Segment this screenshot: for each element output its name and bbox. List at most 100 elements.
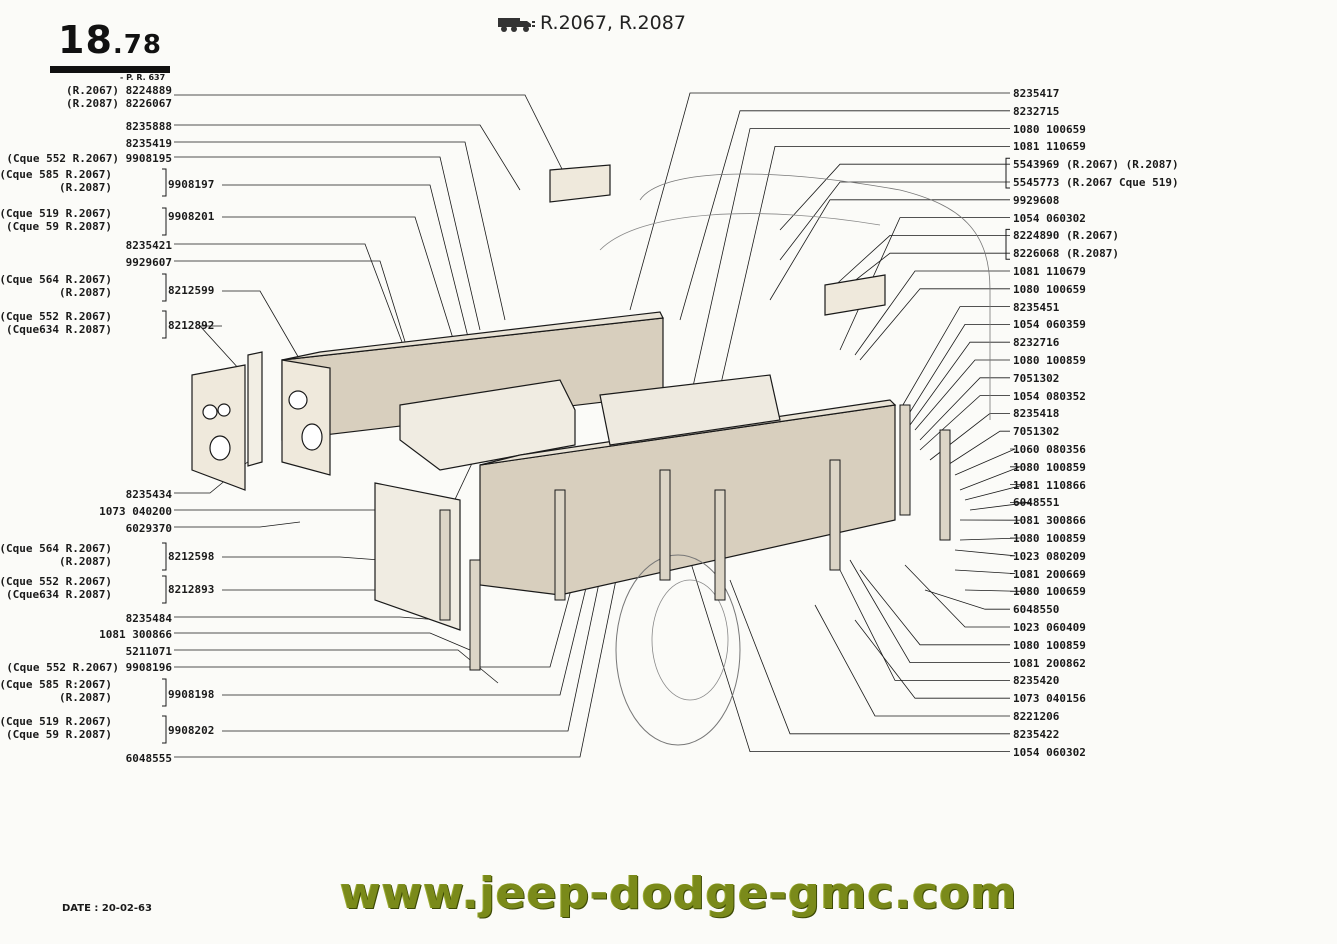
left-leader-line bbox=[174, 124, 521, 191]
right-callout-label: 6048550 bbox=[1013, 603, 1060, 617]
latch-bar-4 bbox=[829, 459, 841, 571]
right-leader-line bbox=[779, 163, 1010, 231]
right-callout-label: 1080 100859 bbox=[1013, 354, 1086, 367]
right-callout-label: 1081 110866 bbox=[1013, 478, 1086, 492]
right-callout-label: 8235451 bbox=[1013, 300, 1060, 314]
left-callout-label: 1073 040200 bbox=[99, 505, 172, 518]
right-callout-label: 1073 040156 bbox=[1013, 692, 1086, 706]
left-leader-line bbox=[222, 556, 381, 561]
left-callout-label: 8235484 bbox=[125, 612, 172, 625]
right-callout-label: 1081 200862 bbox=[1013, 656, 1086, 670]
left-leader-line bbox=[174, 521, 301, 528]
left-leader-line bbox=[174, 141, 506, 321]
right-callout-label: 1060 080356 bbox=[1013, 443, 1086, 456]
end-panel-hole-2 bbox=[217, 403, 231, 417]
plate-number: 18.78 bbox=[58, 18, 162, 62]
right-leader-line bbox=[689, 128, 1010, 401]
right-callout-label: 8235422 bbox=[1013, 727, 1060, 741]
callout-brace bbox=[162, 542, 167, 571]
right-leader-line bbox=[959, 466, 1021, 491]
plate-number-main: 18 bbox=[58, 18, 113, 62]
right-callout-label: 1081 110679 bbox=[1013, 265, 1086, 278]
right-leader-line bbox=[904, 323, 1010, 421]
spare-wheel-rim bbox=[651, 579, 729, 701]
left-callout-label: (Cque 552 R.2067)(Cque634 R.2087) bbox=[0, 310, 112, 336]
right-leader-line bbox=[909, 341, 1010, 426]
right-leader-line bbox=[679, 110, 1010, 321]
right-leader-line bbox=[919, 377, 1010, 441]
left-leader-line bbox=[174, 94, 566, 176]
left-leader-line bbox=[222, 216, 456, 346]
callout-brace bbox=[162, 310, 167, 339]
left-callout-ref: 8212892 bbox=[168, 319, 215, 332]
right-leader-line bbox=[689, 559, 1010, 752]
right-leader-line bbox=[854, 270, 1010, 356]
left-callout-label: 6029370 bbox=[125, 522, 172, 535]
right-leader-line bbox=[904, 564, 1010, 628]
left-callout-label: (Cque 564 R.2067)(R.2087) bbox=[0, 542, 112, 568]
end-panel-gasket bbox=[247, 351, 263, 467]
right-leader-line bbox=[849, 559, 1010, 663]
right-leader-line bbox=[854, 619, 1010, 699]
left-callout-label: 6048555 bbox=[125, 752, 172, 765]
callout-brace bbox=[162, 575, 167, 604]
right-leader-line bbox=[779, 181, 1010, 261]
right-callout-label: 1023 060409 bbox=[1013, 621, 1086, 634]
right-leader-line bbox=[814, 604, 1010, 717]
left-callout-label: (Cque 552 R.2067) 9908196 bbox=[6, 661, 172, 674]
left-leader-line bbox=[222, 290, 301, 361]
right-callout-label: 1081 110659 bbox=[1013, 140, 1086, 154]
latch-bar-0 bbox=[899, 404, 911, 516]
website-watermark: www.jeep-dodge-gmc.com bbox=[340, 868, 1018, 919]
callout-brace bbox=[162, 715, 167, 744]
right-leader-line bbox=[829, 234, 1010, 291]
left-leader-line bbox=[199, 325, 241, 371]
plate-underline bbox=[50, 66, 170, 73]
storage-box-lid bbox=[399, 379, 576, 471]
callout-brace bbox=[162, 168, 167, 197]
right-callout-label: 6048551 bbox=[1013, 496, 1060, 510]
end-panel-hole-3 bbox=[209, 435, 231, 461]
parts-drawing-group bbox=[191, 164, 991, 746]
latch-bar-3 bbox=[714, 489, 726, 601]
right-callout-label: 1080 100859 bbox=[1013, 532, 1086, 545]
top-left-bracket bbox=[549, 164, 611, 203]
latch-bar-5 bbox=[554, 489, 566, 601]
left-leader-line bbox=[174, 559, 621, 758]
left-callout-ref: 8212599 bbox=[168, 284, 215, 297]
left-callout-label: (Cque 552 R.2067) 9908195 bbox=[6, 152, 172, 165]
right-callout-label: 1080 100659 bbox=[1013, 122, 1086, 136]
right-callout-label: 1054 060302 bbox=[1013, 211, 1086, 225]
right-callout-label: 1081 200669 bbox=[1013, 567, 1086, 581]
latch-bar-1 bbox=[939, 429, 951, 541]
left-callout-label: 8235421 bbox=[125, 239, 172, 252]
right-callout-label: 9929608 bbox=[1013, 193, 1060, 207]
right-leader-line bbox=[954, 448, 1016, 476]
right-leader-line bbox=[964, 484, 1026, 501]
right-callout-label: 8235418 bbox=[1013, 407, 1060, 421]
right-callout-label: 5545773 (R.2067 Cque 519) bbox=[1013, 176, 1179, 189]
right-leader-line bbox=[914, 359, 1010, 431]
left-callout-ref: 9908201 bbox=[168, 210, 215, 223]
left-callout-label: (Cque 585 R.2067)(R.2087) bbox=[0, 168, 112, 194]
right-leader-line bbox=[629, 92, 1010, 311]
right-callout-label: 1080 100859 bbox=[1013, 460, 1086, 474]
vehicle-models-label: R.2067, R.2087 bbox=[540, 12, 686, 34]
left-callout-ref: 9908197 bbox=[168, 178, 215, 191]
support-bracket-frame bbox=[599, 374, 781, 446]
rear-box-end-face bbox=[281, 359, 331, 476]
right-leader-line bbox=[714, 145, 1010, 411]
right-callout-label: 1080 100659 bbox=[1013, 585, 1086, 599]
left-callout-label: (Cque 552 R.2067)(Cque634 R.2087) bbox=[0, 575, 112, 601]
left-callout-label: 9929607 bbox=[125, 256, 172, 269]
left-leader-line bbox=[174, 243, 406, 351]
left-callout-label: (R.2067) 8224889(R.2087) 8226067 bbox=[66, 84, 172, 110]
left-leader-line bbox=[222, 184, 471, 346]
right-callout-label: 7051302 bbox=[1013, 425, 1060, 439]
right-callout-label: 1081 300866 bbox=[1013, 514, 1086, 528]
right-leader-line bbox=[954, 549, 1016, 557]
left-callout-label: 8235888 bbox=[125, 120, 172, 133]
right-callout-label: 1080 100859 bbox=[1013, 638, 1086, 652]
callout-brace bbox=[162, 273, 167, 302]
right-callout-label: 8232716 bbox=[1013, 336, 1060, 350]
